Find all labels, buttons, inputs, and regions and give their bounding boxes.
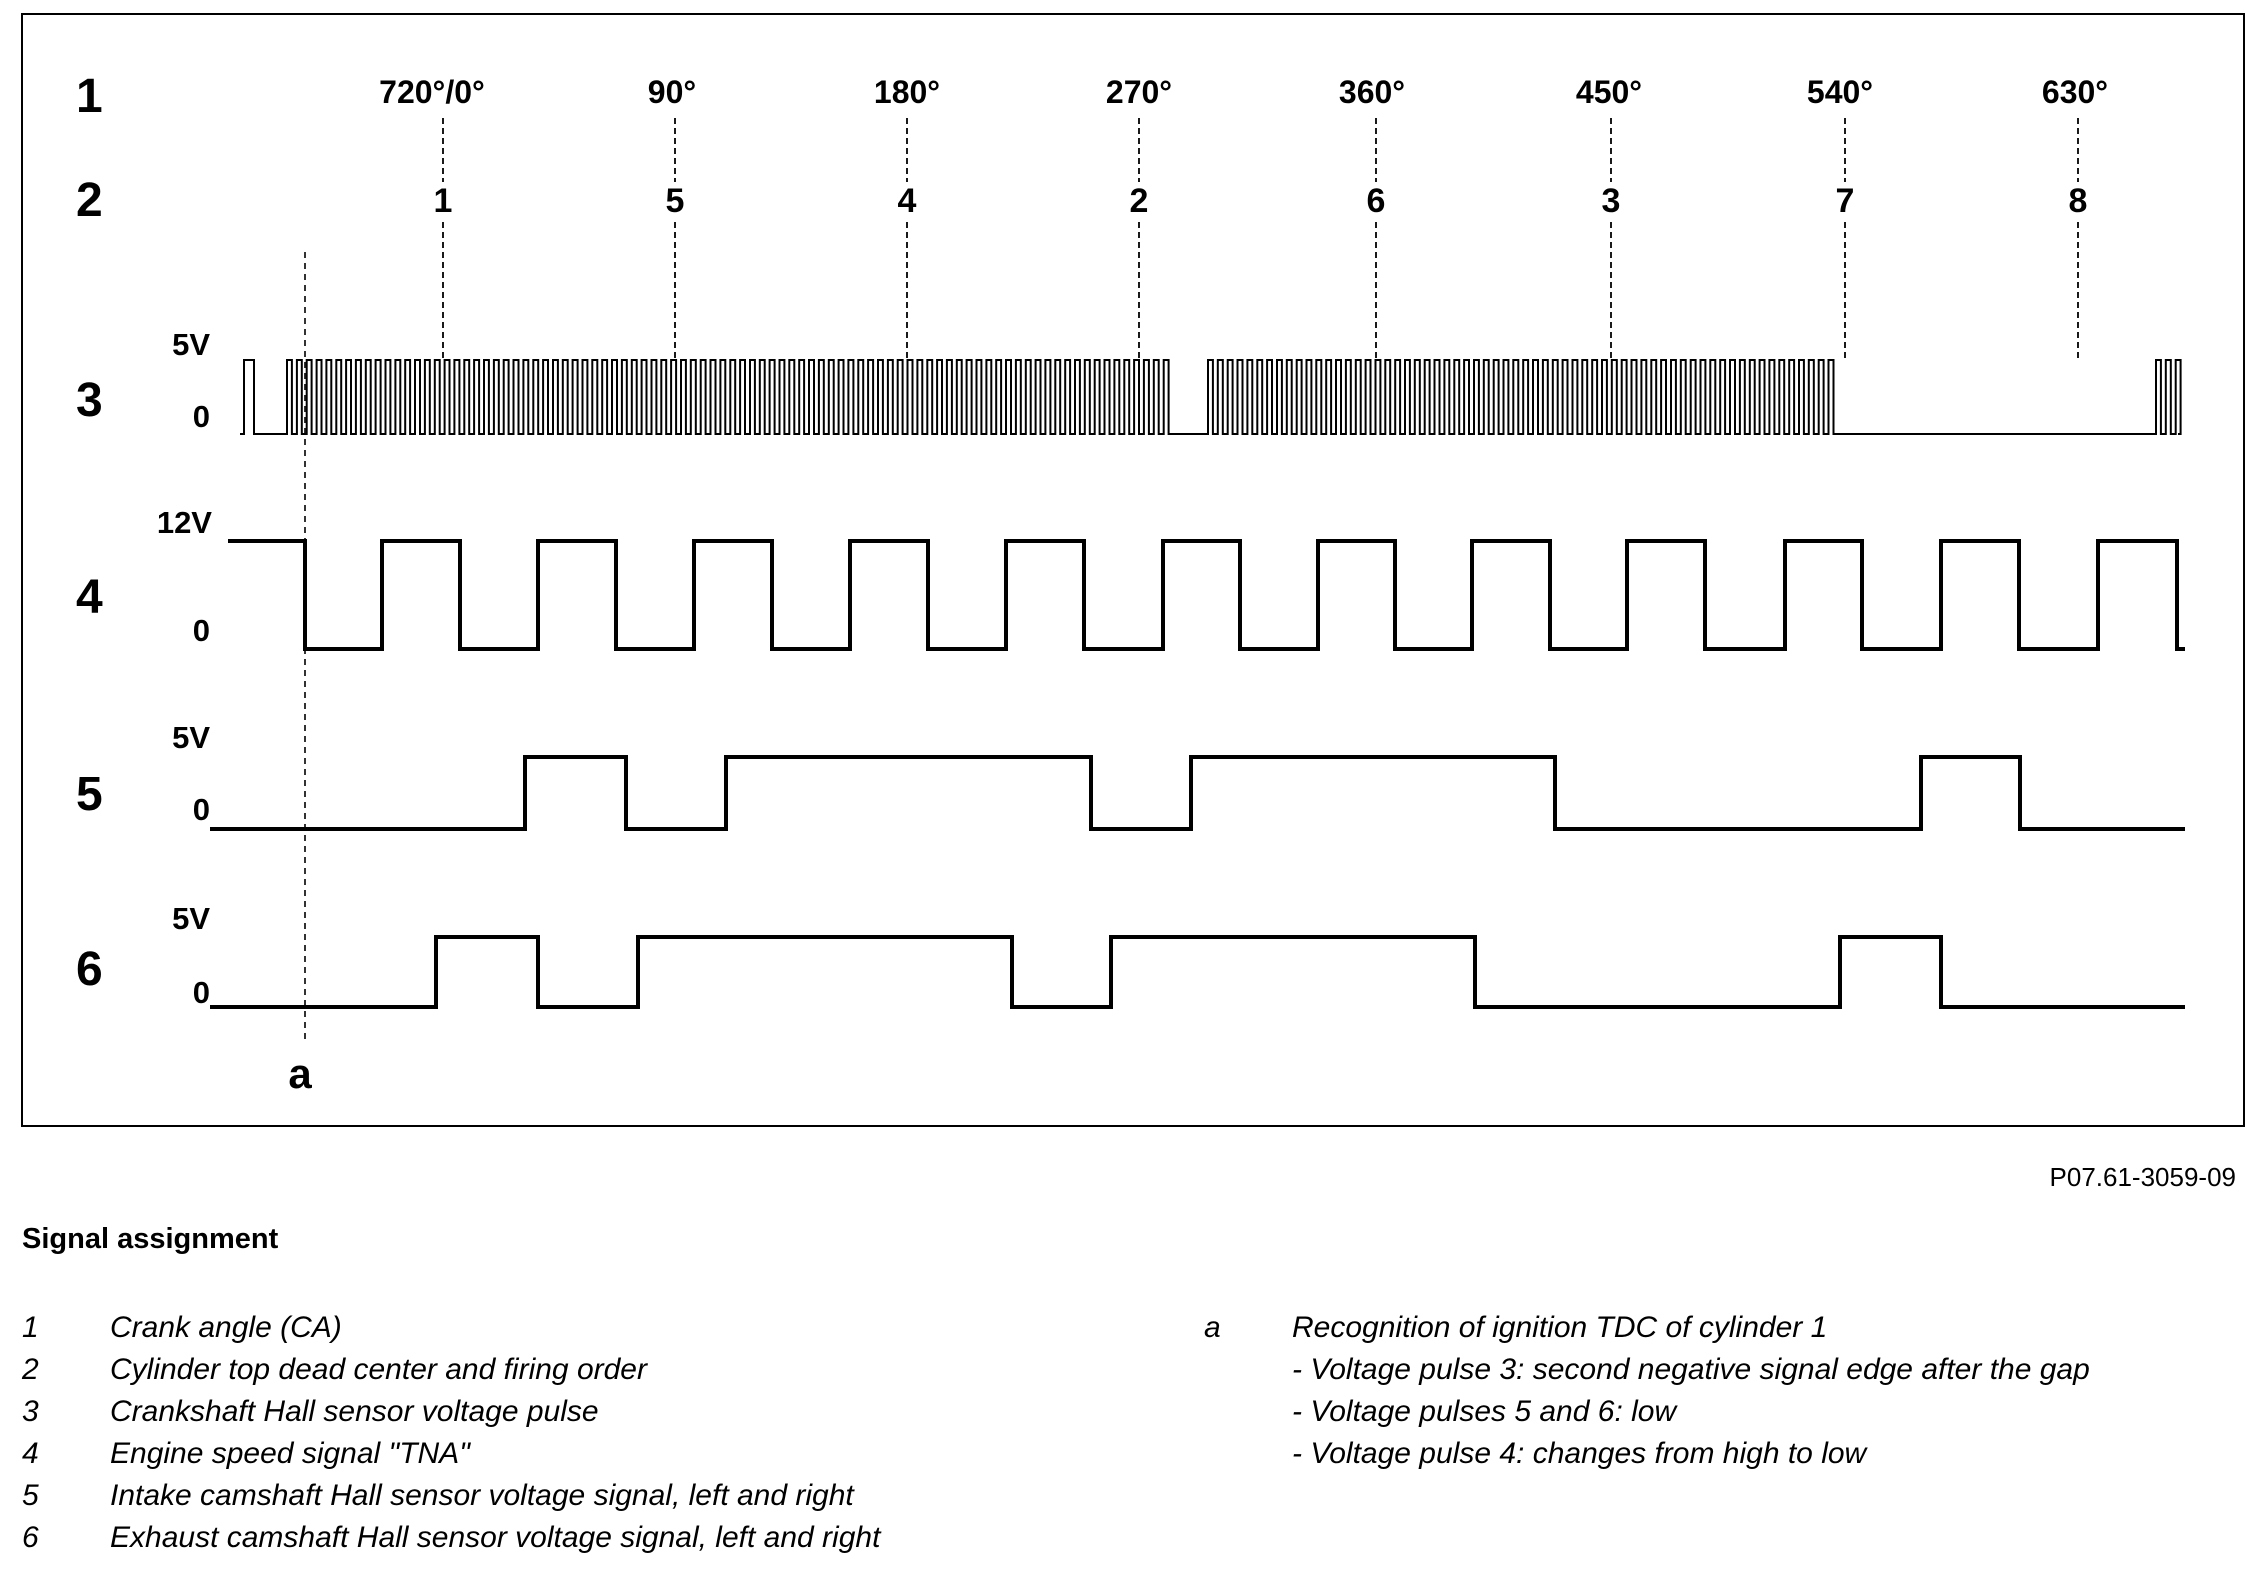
crank-angle-label: 270° [1106,74,1172,110]
legend-text: Cylinder top dead center and firing orde… [110,1353,647,1386]
legend-text: Crankshaft Hall sensor voltage pulse [110,1395,599,1428]
crank-angle-label: 540° [1807,74,1873,110]
legend-note-line: - Voltage pulse 3: second negative signa… [1292,1353,2090,1386]
cylinder-label: 3 [1602,182,1621,220]
legend-key: 2 [22,1353,39,1386]
legend-text: Crank angle (CA) [110,1311,342,1344]
cylinder-label: 5 [666,182,685,220]
legend-key: 1 [22,1311,39,1344]
legend-title: Signal assignment [22,1223,279,1255]
legend-list: 1 Crank angle (CA) 2 Cylinder top dead cen… [22,1307,880,1559]
legend-text: Intake camshaft Hall sensor voltage sign… [110,1479,854,1512]
signal6-low-label: 0 [193,975,210,1010]
signal4-high-label: 12V [157,505,212,540]
row-number-4: 4 [76,571,103,624]
cylinder-label: 8 [2069,182,2088,220]
crank-angle-label: 90° [648,74,696,110]
intake-camshaft-signal-trace [210,755,2185,831]
legend-note-line: - Voltage pulses 5 and 6: low [1292,1395,1677,1428]
diagram-border [21,13,2245,1127]
signal4-low-label: 0 [193,613,210,648]
row-number-2: 2 [76,174,103,227]
legend-key: 4 [22,1437,39,1470]
signal6-high-label: 5V [172,901,210,936]
signal3-high-label: 5V [172,327,210,362]
cylinder-label: 1 [434,182,453,220]
legend-note-line: - Voltage pulse 4: changes from high to … [1292,1437,1867,1470]
legend-key: 3 [22,1395,39,1428]
crank-angle-label: 630° [2042,74,2108,110]
cylinder-label: 6 [1367,182,1386,220]
cylinder-label: 2 [1130,182,1149,220]
legend-item: 3 Crankshaft Hall sensor voltage pulse [22,1391,880,1433]
timing-diagram: 1 2 3 4 5 6 5V 0 12V 0 5V 0 5V 0 720°/0°… [21,13,2245,1127]
legend-item: 4 Engine speed signal "TNA" [22,1433,880,1475]
legend-key: 5 [22,1479,39,1512]
legend-text: Recognition of ignition TDC of cylinder … [1292,1311,1828,1344]
legend-item: 6 Exhaust camshaft Hall sensor voltage si… [22,1517,880,1559]
row-number-6: 6 [76,943,103,996]
signal3-low-label: 0 [193,399,210,434]
legend-item: 5 Intake camshaft Hall sensor voltage sig… [22,1475,880,1517]
crank-angle-label: 360° [1339,74,1405,110]
crank-angle-label: 720°/0° [379,74,485,110]
legend-key: 6 [22,1521,39,1554]
cylinder-label: 4 [898,182,917,220]
cylinder-label: 7 [1836,182,1855,220]
legend-text: Exhaust camshaft Hall sensor voltage sig… [110,1521,881,1554]
legend-note: a Recognition of ignition TDC of cylinder… [1204,1307,2090,1475]
signal5-high-label: 5V [172,720,210,755]
crank-angle-label: 180° [874,74,940,110]
legend-item: 2 Cylinder top dead center and firing ord… [22,1349,880,1391]
engine-speed-signal-trace [228,539,2185,651]
legend-key: a [1204,1311,1221,1344]
legend-text: Engine speed signal "TNA" [110,1437,470,1470]
row-number-5: 5 [76,768,103,821]
row-number-3: 3 [76,374,103,427]
exhaust-camshaft-signal-trace [210,935,2185,1009]
marker-a-label: a [288,1050,312,1097]
legend-note-item: a Recognition of ignition TDC of cylinder… [1204,1307,2090,1349]
row-number-1: 1 [76,70,103,123]
figure-code: P07.61-3059-09 [2049,1162,2236,1192]
crankshaft-hall-signal-trace [240,359,2182,435]
legend-item: 1 Crank angle (CA) [22,1307,880,1349]
tdc-markers [442,118,2079,362]
crank-angle-label: 450° [1576,74,1642,110]
signal5-low-label: 0 [193,792,210,827]
